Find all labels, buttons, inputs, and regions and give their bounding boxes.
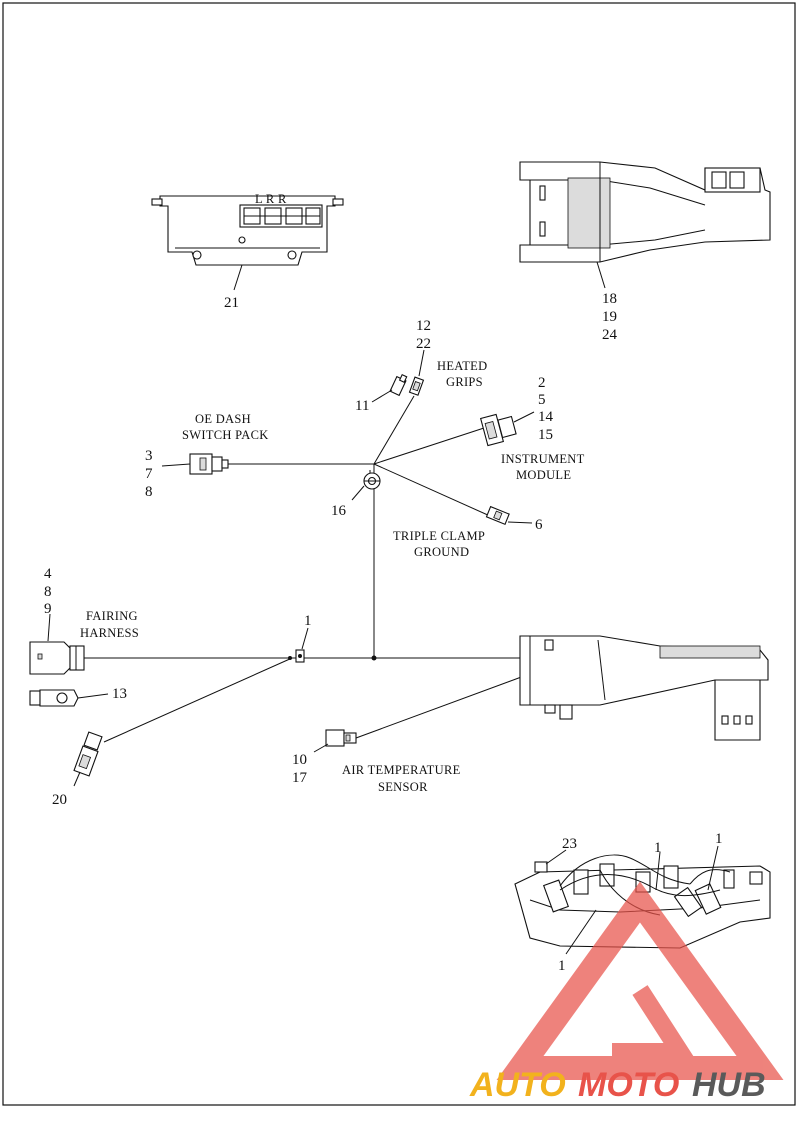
- triple-clamp-caption-1: TRIPLE CLAMP: [393, 529, 485, 543]
- triple-clamp-connector: [485, 505, 510, 526]
- air-temp-caption-1: AIR TEMPERATURE: [342, 763, 461, 777]
- leader-1a: [301, 627, 309, 650]
- callout-19: 19: [602, 309, 617, 325]
- watermark-text-auto: AUTO: [469, 1066, 566, 1104]
- callout-7: 7: [145, 466, 153, 482]
- callout-1c: 1: [715, 831, 723, 847]
- callout-4: 4: [44, 566, 52, 582]
- callout-23: 23: [562, 836, 577, 852]
- fairing-harness-connector: [29, 641, 85, 675]
- callout-15: 15: [538, 427, 553, 443]
- leader-4: [47, 613, 51, 642]
- callout-16: 16: [331, 503, 347, 519]
- instrument-caption-1: INSTRUMENT: [501, 452, 585, 466]
- connector-20: [73, 731, 103, 777]
- fairing-caption-1: FAIRING: [86, 609, 138, 623]
- callout-3: 3: [145, 448, 153, 464]
- page-border: [2, 2, 796, 1106]
- callout-1b: 1: [654, 840, 662, 856]
- triple-clamp-caption-2: GROUND: [414, 545, 469, 559]
- leader-11: [371, 389, 393, 403]
- heated-grips-caption-2: GRIPS: [446, 375, 483, 389]
- air-temp-caption-2: SENSOR: [378, 780, 428, 794]
- connector-12-22: [408, 376, 425, 396]
- air-temp-sensor: [325, 729, 357, 747]
- leader-20: [73, 771, 81, 787]
- callout-5: 5: [538, 392, 546, 408]
- leader-21: [233, 264, 243, 291]
- callout-11: 11: [355, 398, 369, 414]
- inline-terminal-1: [295, 649, 305, 663]
- connector-11: [389, 373, 408, 397]
- callout-21: 21: [224, 295, 239, 311]
- switch-letters: L R R: [255, 192, 287, 206]
- leader-13: [77, 693, 109, 699]
- ground-terminal-16: [363, 472, 381, 490]
- callout-1d: 1: [558, 958, 566, 974]
- heated-grips-caption-1: HEATED: [437, 359, 487, 373]
- callout-10: 10: [292, 752, 307, 768]
- callout-13: 13: [112, 686, 127, 702]
- leader-1b: [655, 851, 661, 891]
- watermark-text-moto: MOTO: [578, 1066, 679, 1104]
- callout-20: 20: [52, 792, 67, 808]
- callout-2: 2: [538, 375, 546, 391]
- oe-dash-caption-2: SWITCH PACK: [182, 428, 269, 442]
- leader-23: [545, 849, 567, 865]
- callout-17: 17: [292, 770, 308, 786]
- callout-14: 14: [538, 409, 554, 425]
- callout-6: 6: [535, 517, 543, 533]
- lower-cover-part: [519, 635, 769, 741]
- callout-12: 12: [416, 318, 431, 334]
- watermark-text-hub: HUB: [692, 1066, 766, 1104]
- switch-bracket-part: L R R: [151, 192, 344, 266]
- leader-14: [513, 411, 535, 423]
- automotohub-watermark-logo: [496, 881, 784, 1080]
- leader-1c: [707, 845, 719, 891]
- callout-9: 9: [44, 601, 52, 617]
- fairing-caption-2: HARNESS: [80, 626, 139, 640]
- leader-10: [313, 743, 329, 753]
- leader-18: [596, 261, 606, 289]
- callout-24: 24: [602, 327, 618, 343]
- leader-6: [507, 521, 533, 524]
- cap-part-13: [29, 689, 79, 707]
- oe-dash-caption-1: OE DASH: [195, 412, 251, 426]
- leader-12: [418, 349, 425, 377]
- leader-3: [161, 463, 191, 467]
- callout-1a: 1: [304, 613, 312, 629]
- instrument-caption-2: MODULE: [516, 468, 571, 482]
- callout-18: 18: [602, 291, 617, 307]
- leader-16: [351, 485, 365, 501]
- callout-8-mid: 8: [44, 584, 52, 600]
- callout-8-top: 8: [145, 484, 153, 500]
- instrument-module-connector: [479, 413, 517, 447]
- leader-1d: [565, 909, 597, 955]
- oe-dash-connector: [189, 453, 229, 475]
- upper-cover-part: [519, 161, 771, 263]
- callout-22: 22: [416, 336, 431, 352]
